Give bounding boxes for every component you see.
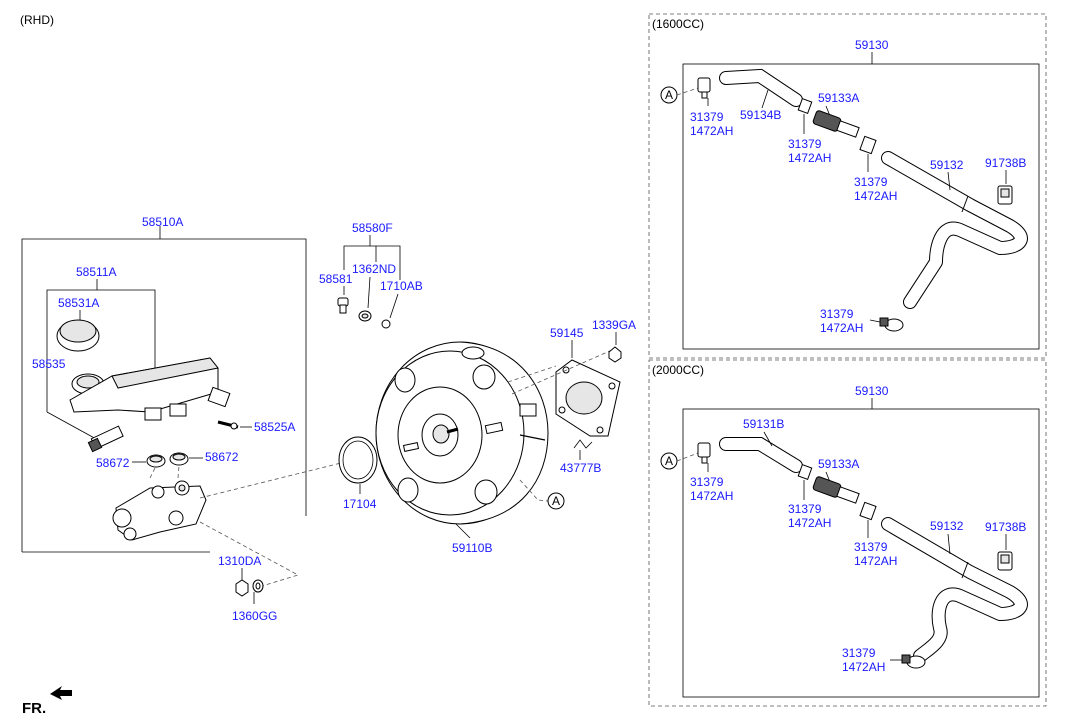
- svg-text:A: A: [665, 88, 673, 102]
- label-59130-1600[interactable]: 59130: [855, 38, 889, 52]
- label-clamp2-b-2000[interactable]: 1472AH: [788, 516, 831, 530]
- label-1710AB[interactable]: 1710AB: [380, 279, 423, 293]
- label-bracket-2000[interactable]: 91738B: [985, 520, 1026, 534]
- label-valve-1600[interactable]: 59133A: [818, 91, 859, 105]
- label-43777B[interactable]: 43777B: [560, 461, 601, 475]
- check-valve-1600: [812, 110, 860, 138]
- nut-1362ND: [358, 310, 372, 322]
- panel-2000cc: (2000CC) 59130 A 31379 1472AH 59131B 591…: [648, 359, 1047, 707]
- label-clamp2-a-1600[interactable]: 31379: [788, 137, 822, 151]
- label-1310DA[interactable]: 1310DA: [218, 554, 261, 568]
- clamp-2-1600: [797, 98, 813, 114]
- ref-marker-a: A: [547, 492, 565, 510]
- label-clamp1-b-1600[interactable]: 1472AH: [690, 124, 733, 138]
- ring-1710AB: [381, 319, 391, 329]
- check-valve-2000: [812, 476, 860, 504]
- label-59145[interactable]: 59145: [550, 326, 584, 340]
- clamp-2-2000: [797, 464, 813, 480]
- label-clamp4-b-1600[interactable]: 1472AH: [820, 321, 863, 335]
- label-59110B[interactable]: 59110B: [452, 541, 492, 555]
- front-direction-marker: FR.: [22, 686, 72, 717]
- nut-1310DA: [235, 579, 249, 597]
- label-58580F[interactable]: 58580F: [352, 221, 393, 235]
- svg-text:FR.: FR.: [22, 700, 46, 717]
- panel-1600cc: (1600CC) 59130 A 31379 1472AH 59134B 591…: [648, 13, 1047, 359]
- ref-marker-a-1600: A: [660, 86, 678, 104]
- grommet-right: [169, 452, 189, 466]
- label-58672-left[interactable]: 58672: [96, 456, 130, 470]
- rhd-note: (RHD): [20, 13, 54, 27]
- label-clamp1-a-1600[interactable]: 31379: [690, 110, 724, 124]
- label-clamp2-b-1600[interactable]: 1472AH: [788, 151, 831, 165]
- clevis-pin-58581: [337, 297, 349, 314]
- vacuum-booster: [375, 341, 549, 525]
- label-clamp3-a-1600[interactable]: 31379: [854, 175, 888, 189]
- front-arrow-icon: [50, 686, 72, 700]
- label-58511A[interactable]: 58511A: [76, 265, 116, 279]
- label-valve-2000[interactable]: 59133A: [818, 457, 859, 471]
- label-pipe-2000[interactable]: 59132: [930, 519, 964, 533]
- label-clamp3-a-2000[interactable]: 31379: [854, 540, 888, 554]
- label-hose-59134B[interactable]: 59134B: [740, 108, 781, 122]
- assembly-bracket-frame: [21, 238, 307, 552]
- gasket-59145: [555, 359, 621, 437]
- label-hose-59131B[interactable]: 59131B: [743, 417, 784, 431]
- grommet-left: [146, 454, 166, 468]
- retaining-pin: [217, 420, 239, 430]
- label-1360GG[interactable]: 1360GG: [232, 609, 277, 623]
- title-2000cc: (2000CC): [652, 363, 704, 377]
- vacuum-pipe-2000: [881, 517, 1028, 663]
- plug-part: [87, 425, 124, 453]
- clip-43777B: [573, 439, 593, 449]
- label-pipe-1600[interactable]: 59132: [930, 158, 964, 172]
- clamp-1-1600: [697, 77, 711, 99]
- label-clamp3-b-2000[interactable]: 1472AH: [854, 554, 897, 568]
- label-58510A[interactable]: 58510A: [142, 215, 183, 229]
- master-cylinder-group: 58510A 58511A 58531A 58535: [21, 215, 346, 623]
- brake-booster-group: 58580F 58581 1362ND 1710AB 17104: [319, 221, 636, 555]
- nut-1339GA: [608, 346, 622, 363]
- clamp-3-1600: [859, 135, 877, 155]
- label-58581[interactable]: 58581: [319, 272, 353, 286]
- label-clamp1-a-2000[interactable]: 31379: [690, 475, 724, 489]
- label-clamp4-a-2000[interactable]: 31379: [842, 646, 876, 660]
- label-58535[interactable]: 58535: [32, 357, 66, 371]
- hose-59131B: [719, 437, 803, 473]
- hose-59134B: [719, 68, 803, 107]
- label-clamp2-a-2000[interactable]: 31379: [788, 502, 822, 516]
- master-cylinder: [112, 480, 207, 541]
- clamp-3-2000: [859, 501, 877, 521]
- label-1339GA[interactable]: 1339GA: [592, 318, 636, 332]
- label-clamp4-a-1600[interactable]: 31379: [820, 307, 854, 321]
- clamp-4-1600: [879, 317, 904, 332]
- o-ring-17104: [338, 436, 378, 484]
- title-1600cc: (1600CC): [652, 17, 704, 31]
- label-58525A[interactable]: 58525A: [254, 420, 295, 434]
- clamp-1-2000: [697, 442, 711, 464]
- label-17104[interactable]: 17104: [343, 497, 377, 511]
- fluid-reservoir: [69, 357, 231, 421]
- label-58531A[interactable]: 58531A: [58, 296, 99, 310]
- label-clamp1-b-2000[interactable]: 1472AH: [690, 489, 733, 503]
- svg-text:A: A: [665, 454, 673, 468]
- reservoir-cap: [56, 319, 100, 352]
- label-bracket-1600[interactable]: 91738B: [985, 156, 1026, 170]
- svg-text:A: A: [552, 494, 560, 508]
- bracket-2000: [997, 551, 1013, 571]
- label-58672-right[interactable]: 58672: [205, 450, 239, 464]
- label-1362ND[interactable]: 1362ND: [352, 262, 396, 276]
- label-clamp3-b-1600[interactable]: 1472AH: [854, 189, 897, 203]
- vacuum-pipe-1600: [881, 151, 1028, 309]
- label-clamp4-b-2000[interactable]: 1472AH: [842, 660, 885, 674]
- clamp-4-2000: [901, 654, 926, 669]
- washer-1360GG: [252, 579, 264, 593]
- label-59130-2000[interactable]: 59130: [855, 384, 889, 398]
- bracket-1600: [997, 185, 1013, 205]
- ref-marker-a-2000: A: [660, 452, 678, 470]
